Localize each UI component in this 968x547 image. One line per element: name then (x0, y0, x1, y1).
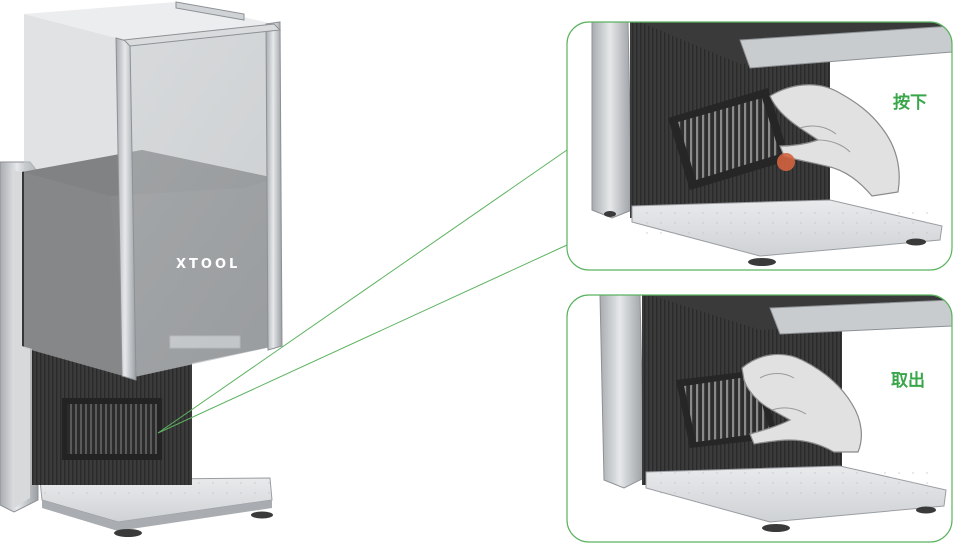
machine-illustration: XTOOL (0, 1, 283, 537)
step-label-remove: 取出 (891, 370, 925, 391)
press-point-icon (777, 153, 795, 171)
step-label-press: 按下 (893, 92, 927, 113)
machine-glass-lid (24, 1, 283, 381)
detail-panel-press (566, 21, 953, 271)
detail-panel-remove (566, 294, 953, 543)
machine-brand-logo: XTOOL (176, 257, 240, 272)
detail-panel-press-border (566, 21, 953, 271)
machine-filter-slot (62, 398, 162, 460)
callout-line-bottom (157, 244, 568, 434)
callout-line-top (157, 149, 568, 434)
detail-panel-remove-border (566, 294, 953, 543)
machine-base (39, 477, 273, 537)
callout-lines (157, 149, 568, 434)
